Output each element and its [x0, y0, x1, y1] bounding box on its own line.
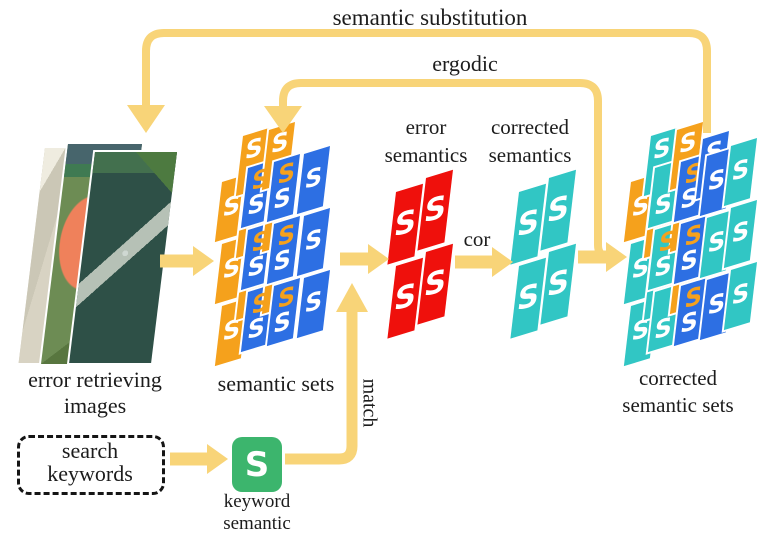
- label-corrected-semantic-sets: corrected semantic sets: [622, 366, 734, 417]
- tile-letter: S: [243, 131, 265, 166]
- semantic-tile-red: S: [417, 243, 453, 325]
- label-error-retrieving-images: error retrieving images: [28, 367, 162, 418]
- tile-letter: S: [730, 152, 752, 188]
- tile-letter: S: [515, 276, 542, 320]
- semantic-tile-teal: S: [540, 243, 576, 325]
- tile-letter: S: [651, 131, 673, 166]
- tile-letter: S: [730, 276, 752, 312]
- label-semantic-sets: semantic sets: [217, 371, 335, 396]
- tile-letter: S: [652, 311, 674, 346]
- tile-letter: S: [515, 202, 542, 246]
- semantic-tile-teal: S: [510, 257, 546, 339]
- tile-letter: S: [545, 262, 572, 306]
- semantic-tile-red: S: [387, 183, 423, 265]
- keyword-semantic-tile: S: [232, 437, 282, 492]
- label-cor: cor: [463, 227, 491, 251]
- semantic-tile-teal: S: [540, 169, 576, 251]
- tile-letter: S: [303, 222, 325, 258]
- semantic-tile-teal: S: [510, 183, 546, 265]
- label-search-keywords: search keywords: [47, 438, 133, 486]
- tile-letter: S: [545, 188, 572, 232]
- tile-letter: S: [303, 284, 325, 320]
- semantic-tile-blue: S: [296, 270, 330, 339]
- tile-letter: S: [677, 125, 699, 160]
- semantic-tile-blue: S: [296, 208, 330, 277]
- tile-letter: S: [392, 276, 419, 320]
- tile-letter: S: [303, 160, 325, 196]
- tile-letter: S: [422, 262, 449, 306]
- tile-letter: S: [269, 125, 291, 160]
- semantic-tile-red: S: [387, 257, 423, 339]
- semantic-tile-blue: S: [296, 146, 330, 215]
- search-keywords-box: [17, 435, 165, 495]
- label-error-semantics: error semantics: [384, 115, 468, 167]
- tile-letter: S: [422, 188, 449, 232]
- label-corrected-semantics: corrected semantics: [488, 115, 572, 167]
- label-ergodic: ergodic: [432, 51, 498, 76]
- label-semantic-substitution: semantic substitution: [332, 5, 528, 30]
- tile-letter: S: [392, 202, 419, 246]
- label-match: match: [358, 378, 381, 428]
- tile-letter: S: [730, 214, 752, 250]
- semantic-tile-red: S: [417, 169, 453, 251]
- label-keyword-semantic: keyword semantic: [223, 491, 291, 534]
